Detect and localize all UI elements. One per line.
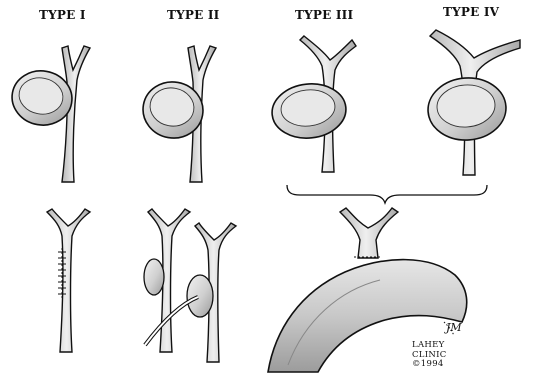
type2-diagram: [139, 46, 216, 182]
type1-diagram: [8, 46, 90, 182]
type2-repair: [144, 209, 236, 362]
type-i-label: TYPE I: [39, 8, 86, 22]
type1-repair: [47, 209, 90, 352]
type2-repair-stump-left: [144, 259, 164, 295]
artist-initials: JM: [446, 321, 462, 334]
credit-line-3: ©1994: [412, 360, 447, 370]
type-ii-label: TYPE II: [167, 8, 219, 22]
type3-diagram: [269, 36, 356, 172]
type4-diagram: [426, 30, 520, 175]
hepatic-duct: [340, 208, 398, 258]
repaired-duct: [47, 209, 90, 352]
grouping-brace: [287, 185, 487, 203]
type-iv-label: TYPE IV: [443, 5, 499, 19]
type-iii-label: TYPE III: [295, 8, 353, 22]
credit-block: LAHEY CLINIC ©1994: [412, 341, 447, 370]
type2-repair-pouch: [187, 275, 213, 317]
